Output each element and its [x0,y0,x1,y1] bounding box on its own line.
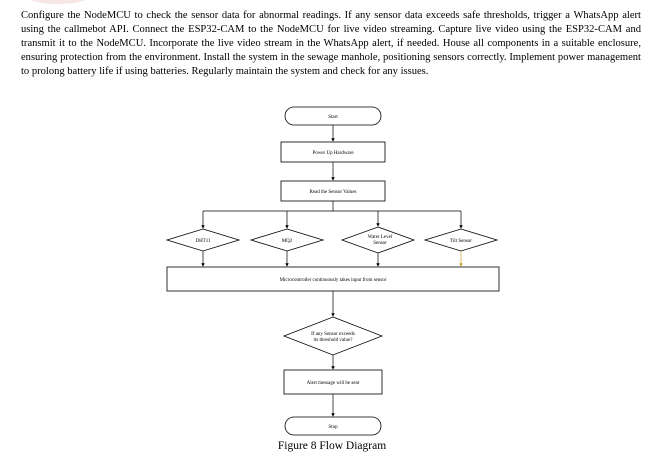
decision-label-line1: If any Sensor exceeds [311,332,355,337]
body-paragraph: Configure the NodeMCU to check the senso… [21,10,641,78]
tilt-label: Tilt Sensor [450,239,472,244]
water-level-label-line2: Sensor [373,241,387,246]
read-sensors-label: Read the Sensor Values [310,190,357,195]
microcontroller-label: Microcontroller continuously takes input… [280,278,387,283]
start-label: Start [328,115,338,120]
dht11-label: DHT11 [195,239,211,244]
alert-box [283,369,383,395]
power-up-label: Power Up Hardware [312,151,354,156]
stop-terminator [284,416,382,436]
water-level-diamond [340,226,416,254]
decision-label-line2: its threshold value? [314,338,354,343]
stop-label: Stop [328,425,338,430]
figure-caption: Figure 8 Flow Diagram [277,440,387,452]
alert-label: Alert message will be sent [307,381,360,386]
highlight-mark [28,0,88,4]
water-level-label-line1: Water Level [368,235,393,240]
microcontroller-box [166,266,500,292]
mq2-label: MQ2 [282,239,293,244]
